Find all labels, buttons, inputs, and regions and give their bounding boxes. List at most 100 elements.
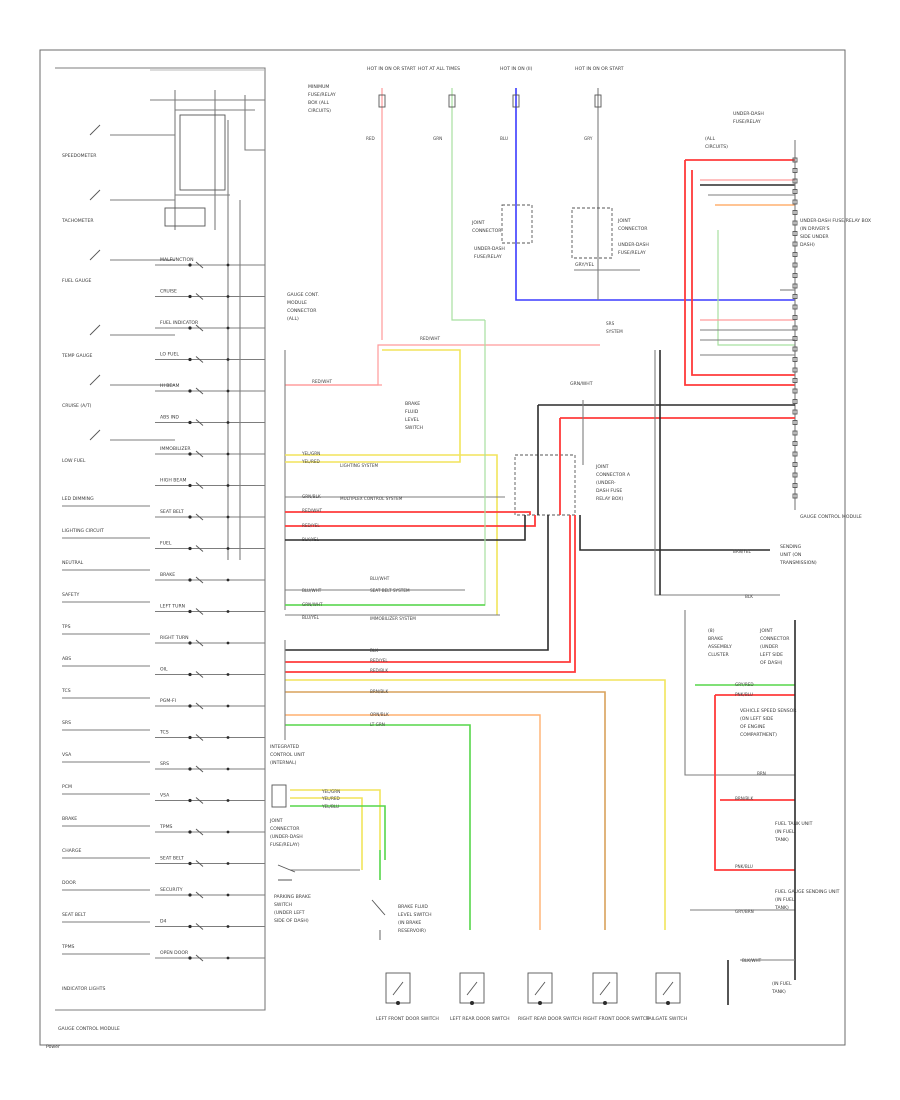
indicator-row: ABS IND xyxy=(155,415,265,426)
svg-text:GRN/BLK: GRN/BLK xyxy=(302,494,321,499)
svg-text:FUSE/RELAY: FUSE/RELAY xyxy=(308,92,336,98)
left-side-label: TPMS xyxy=(61,944,75,950)
indicator-row: HIGH BEAM xyxy=(155,478,265,489)
indicator-label: MALFUNCTION xyxy=(160,257,194,263)
connector-pin xyxy=(792,420,798,425)
indicator-label: LEFT TURN xyxy=(160,604,185,610)
svg-text:SWITCH: SWITCH xyxy=(274,902,292,908)
connector-pin xyxy=(792,157,798,163)
gauge-label: TACHOMETER xyxy=(61,218,94,224)
indicator-label: TPMS xyxy=(159,824,173,830)
diagram-frame xyxy=(39,49,846,1046)
svg-text:SIDE OF DASH): SIDE OF DASH) xyxy=(274,918,309,924)
door-switch-label: TAILGATE SWITCH xyxy=(645,1016,687,1022)
svg-text:COMPARTMENT): COMPARTMENT) xyxy=(740,732,777,738)
indicator-label: SRS xyxy=(160,761,169,767)
svg-text:BLU/WHT: BLU/WHT xyxy=(302,588,322,593)
svg-text:BRN/YEL: BRN/YEL xyxy=(733,549,752,554)
svg-text:CONNECTOR: CONNECTOR xyxy=(760,636,790,642)
left-side-label: LED DIMMING xyxy=(62,496,94,502)
top-power-feeds: MINIMUM FUSE/RELAY BOX (ALL CIRCUITS) HO… xyxy=(308,66,795,340)
indicator-label: VSA xyxy=(160,793,170,799)
svg-text:PNK/BLU: PNK/BLU xyxy=(735,864,753,869)
indicator-label: ABS IND xyxy=(160,415,179,421)
gauge-label: TEMP GAUGE xyxy=(61,353,93,359)
indicator-label: PGM-FI xyxy=(160,698,176,704)
connector-pin xyxy=(792,388,798,394)
indicator-label: OIL xyxy=(160,667,168,673)
svg-text:TANK): TANK) xyxy=(774,837,789,843)
indicator-row: SRS xyxy=(155,761,265,773)
svg-text:GRY/RED: GRY/RED xyxy=(735,682,754,687)
gauge-fuel-gauge: FUEL GAUGE xyxy=(62,249,175,284)
connector-pin xyxy=(792,472,798,478)
connector-pin xyxy=(792,241,798,247)
svg-text:UNDER-DASH: UNDER-DASH xyxy=(733,111,764,117)
door-switch-3: RIGHT REAR DOOR SWITCH xyxy=(518,972,581,1022)
svg-text:LT GRN: LT GRN xyxy=(370,722,385,727)
connector-pin xyxy=(792,283,798,289)
svg-text:GAUGE CONT.: GAUGE CONT. xyxy=(287,292,319,298)
svg-text:(ON LEFT SIDE: (ON LEFT SIDE xyxy=(740,716,773,722)
svg-text:SYSTEM: SYSTEM xyxy=(606,329,623,334)
indicator-label: OPEN DOOR xyxy=(160,950,189,956)
svg-text:PARKING BRAKE: PARKING BRAKE xyxy=(274,894,311,900)
svg-text:UNIT (ON: UNIT (ON xyxy=(780,552,801,558)
indicator-label: HI BEAM xyxy=(160,383,179,389)
svg-text:BRN/BLK: BRN/BLK xyxy=(735,796,754,801)
indicator-row: LEFT TURN xyxy=(155,604,265,615)
indicator-row: OPEN DOOR xyxy=(155,950,265,962)
indicator-row: OIL xyxy=(155,667,265,678)
svg-text:RELAY BOX): RELAY BOX) xyxy=(596,496,623,502)
svg-text:BLU/WHT: BLU/WHT xyxy=(370,576,390,581)
feed-3-label: HOT IN ON (II) xyxy=(500,66,533,72)
left-side-label: NEUTRAL xyxy=(62,560,84,566)
svg-text:INTEGRATED: INTEGRATED xyxy=(270,744,300,750)
svg-text:RED/BLK: RED/BLK xyxy=(370,668,388,673)
connector-pin xyxy=(792,399,798,404)
svg-text:DASH): DASH) xyxy=(800,242,815,248)
svg-text:ASSEMBLY: ASSEMBLY xyxy=(708,644,732,650)
connector-pin xyxy=(792,367,798,373)
indicator-label: CRUISE xyxy=(160,289,177,295)
indicator-label: D4 xyxy=(160,919,167,925)
svg-text:YEL/RED: YEL/RED xyxy=(321,796,340,801)
svg-text:JOINT: JOINT xyxy=(759,628,773,634)
feed-1-label: HOT IN ON OR START xyxy=(367,66,416,72)
connector-pin xyxy=(792,252,798,257)
indicator-label: SEAT BELT xyxy=(160,856,184,862)
indicator-label: SECURITY xyxy=(160,887,183,893)
left-side-label: SAFETY xyxy=(62,592,79,598)
svg-text:BRN: BRN xyxy=(757,771,766,776)
svg-text:GRN: GRN xyxy=(433,136,442,141)
svg-text:CONNECTOR A: CONNECTOR A xyxy=(596,472,631,478)
svg-text:MODULE: MODULE xyxy=(287,300,307,306)
connector-pin xyxy=(792,441,798,446)
svg-text:LIGHTING SYSTEM: LIGHTING SYSTEM xyxy=(340,463,379,468)
svg-text:SWITCH: SWITCH xyxy=(405,425,423,431)
left-side-label: TPS xyxy=(61,624,71,630)
svg-text:BLK: BLK xyxy=(370,648,378,653)
svg-text:BRAKE: BRAKE xyxy=(405,401,420,407)
left-side-label: ABS xyxy=(62,656,71,662)
svg-text:RED: RED xyxy=(366,136,375,141)
svg-text:CIRCUITS): CIRCUITS) xyxy=(308,108,331,114)
door-switch-4: RIGHT FRONT DOOR SWITCH xyxy=(583,972,649,1022)
gauge-low-fuel: LOW FUEL xyxy=(62,429,175,464)
indicator-row: TCS xyxy=(155,730,265,741)
svg-text:(ALL): (ALL) xyxy=(287,316,299,322)
indicator-row: LO FUEL xyxy=(155,352,265,363)
door-switch-1: LEFT FRONT DOOR SWITCH xyxy=(376,972,439,1022)
svg-text:(IN BRAKE: (IN BRAKE xyxy=(398,920,421,926)
cluster-footer: GAUGE CONTROL MODULE xyxy=(58,1026,120,1032)
connector-pin xyxy=(792,346,798,352)
gauge-cruise-a-t-: CRUISE (A/T) xyxy=(62,374,175,409)
svg-text:IMMOBILIZER SYSTEM: IMMOBILIZER SYSTEM xyxy=(370,616,416,621)
indicator-label: RIGHT TURN xyxy=(160,635,189,641)
svg-text:BLK/YEL: BLK/YEL xyxy=(302,537,320,542)
svg-text:OF ENGINE: OF ENGINE xyxy=(740,724,765,730)
indicator-row: BRAKE xyxy=(155,572,265,584)
svg-text:SENDING: SENDING xyxy=(780,544,802,550)
wire-color-labels: RED/WHT RED/WHT YEL/GRN YEL/RED GRN/BLK … xyxy=(301,321,766,963)
svg-text:GRN/WHT: GRN/WHT xyxy=(302,602,323,607)
